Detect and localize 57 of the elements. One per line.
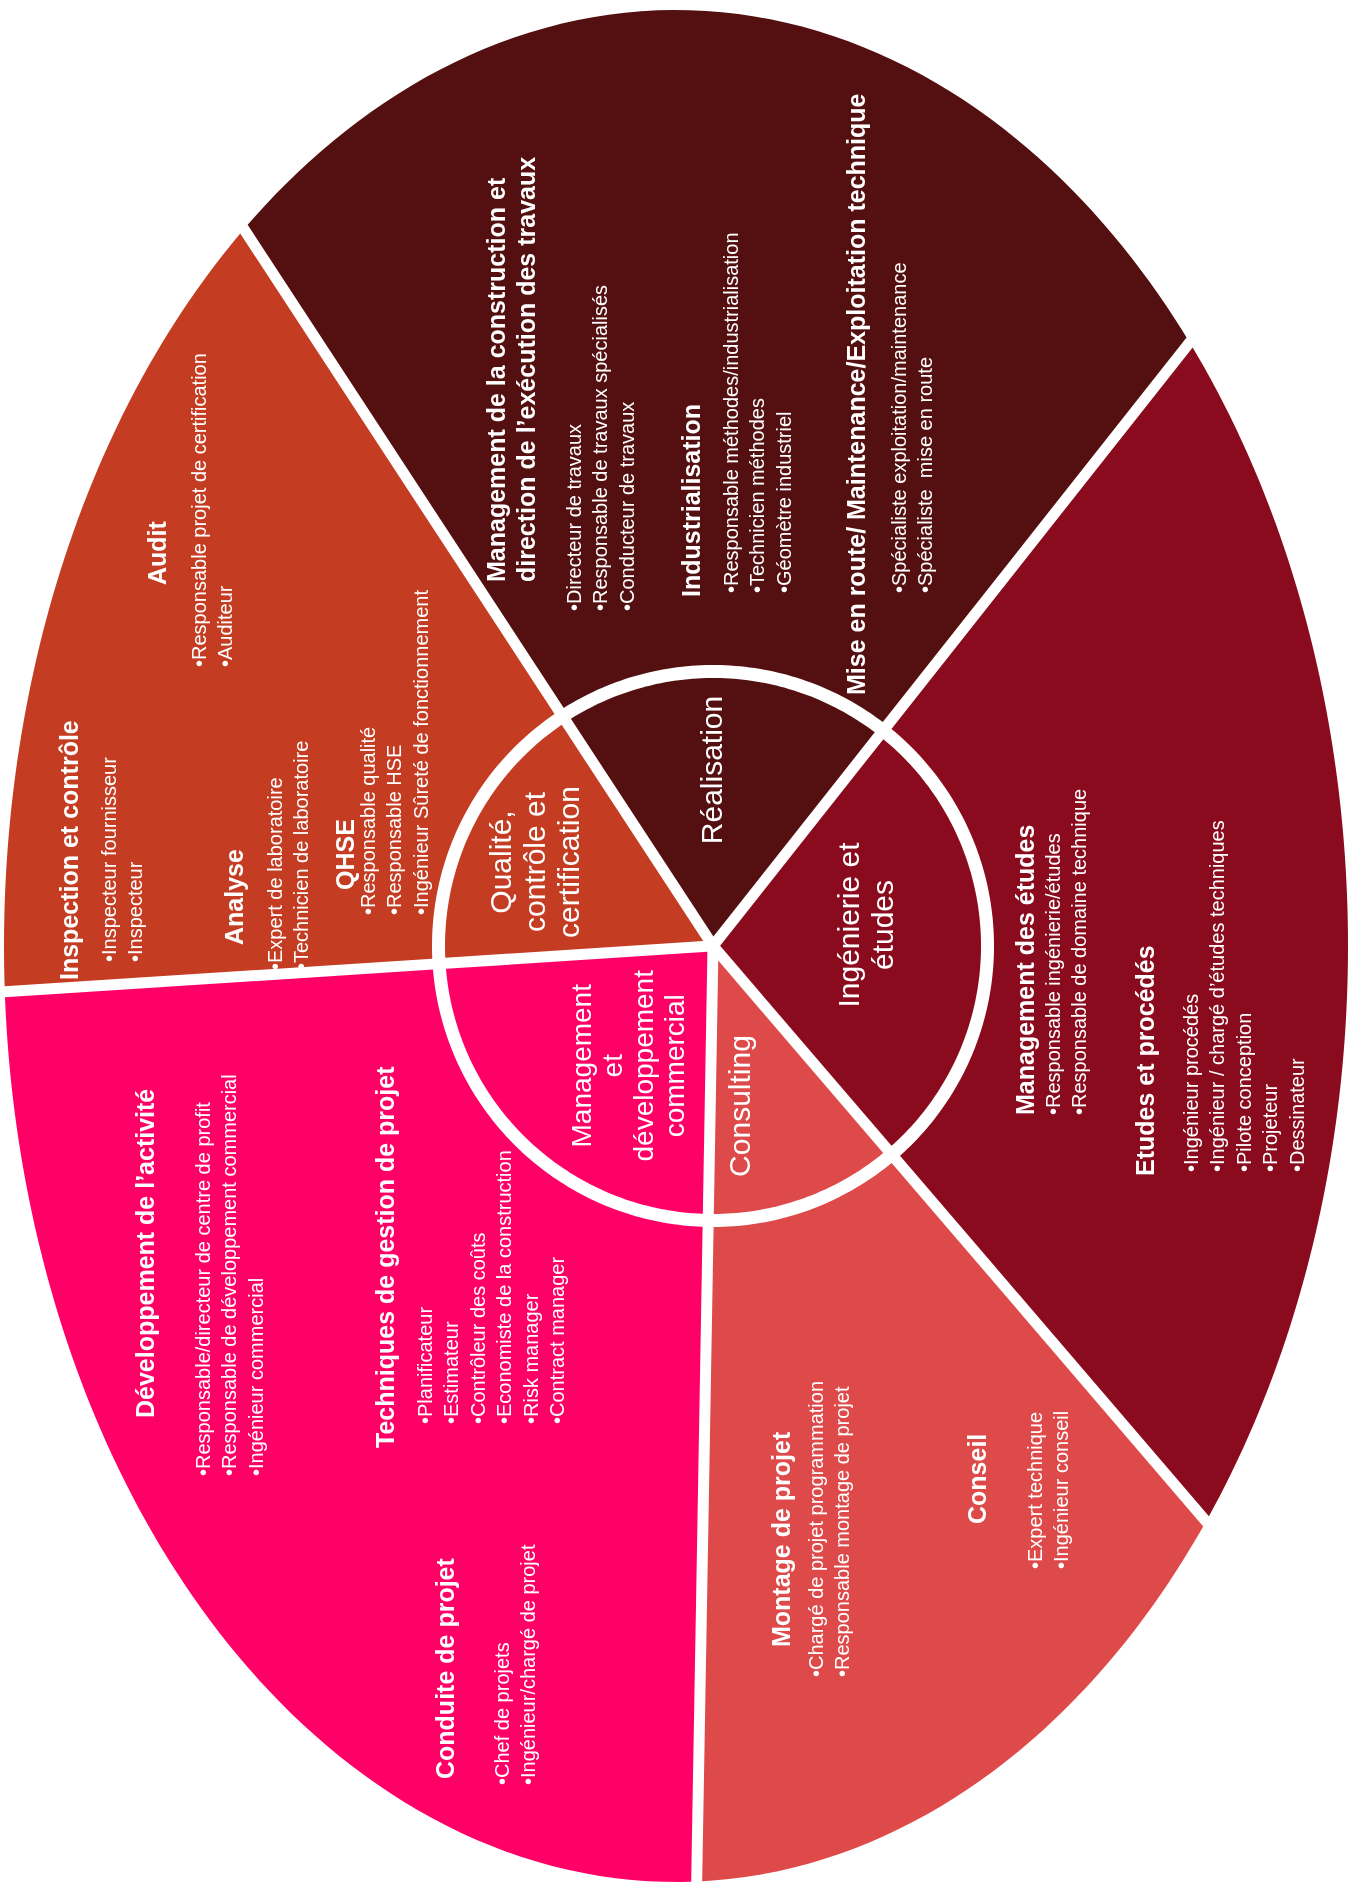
job-title: •Projeteur (1258, 1083, 1283, 1172)
job-title: •Dessinateur (1284, 1058, 1309, 1172)
job-title: •Estimateur (439, 1321, 464, 1424)
category-heading: Management de la construction et direction de l’exécution des travaux (481, 155, 541, 582)
job-title: •Chef de projets (490, 1642, 514, 1785)
job-title: •Economiste de la construction (492, 1150, 517, 1424)
job-title: •Planificateur (413, 1306, 437, 1424)
job-title: •Responsable projet de certification (187, 353, 211, 667)
job-title: •Ingénieur/chargé de projet (516, 1544, 541, 1785)
category-heading: Audit (142, 521, 172, 585)
category-heading: Management des études (1010, 824, 1040, 1115)
job-title: •Auditeur (213, 585, 238, 667)
segment-label: Management et développement commercial (566, 970, 690, 1162)
job-title: •Contrôleur des coûts (465, 1232, 490, 1424)
job-title: •Responsable de domaine technique (1067, 788, 1092, 1115)
job-title: •Conducteur de travaux (614, 401, 639, 611)
job-title: •Expert technique (1023, 1411, 1047, 1569)
job-title: •Responsable méthodes/industrialisation (719, 232, 743, 593)
job-title: •Inspecteur fournisseur (97, 757, 121, 962)
job-title: •Technicien de laboratoire (289, 740, 314, 970)
category-heading: Développement de l’activité (130, 1088, 160, 1418)
category-heading: Analyse (219, 849, 249, 945)
category-heading: Conseil (962, 1433, 992, 1524)
segment-label: Ingénierie et études (832, 841, 900, 1010)
category-heading: Techniques de gestion de projet (370, 1066, 400, 1448)
job-title: •Technicien méthodes (745, 398, 770, 593)
category-heading: Conduite de projet (430, 1558, 460, 1779)
category-heading: Mise en route/ Maintenance/Exploitation technique (841, 93, 871, 695)
job-title: •Ingénieur conseil (1049, 1410, 1074, 1569)
segment-label: Réalisation (695, 694, 729, 847)
job-title: •Responsable HSE (382, 744, 407, 915)
job-title: •Spécialiste exploitation/maintenance (887, 262, 911, 593)
job-title: •Contract manager (545, 1256, 569, 1424)
category-heading: QHSE (330, 819, 360, 890)
job-title: •Responsable de développement commercial (217, 1074, 242, 1476)
job-title: •Risk manager (518, 1293, 543, 1424)
job-title: •Inspecteur (123, 861, 148, 962)
job-title: •Ingénieur Sûreté de fonctionnement (408, 590, 433, 915)
job-title: •Responsable montage de projet (830, 1386, 855, 1677)
job-title: •Responsable ingénierie/études (1041, 833, 1065, 1115)
category-heading: Inspection et contrôle (54, 720, 84, 980)
job-title: •Responsable de travaux spécialisés (588, 284, 613, 611)
job-title: •Ingénieur procédés (1179, 993, 1203, 1172)
job-title: •Pilote conception (1231, 1012, 1256, 1172)
job-title: •Chargé de projet programmation (804, 1380, 828, 1677)
segment-label: Consulting (723, 1034, 757, 1179)
job-title: •Géomètre industriel (771, 411, 796, 593)
job-title: •Expert de laboratoire (263, 777, 287, 970)
job-title: •Directeur de travaux (562, 423, 586, 611)
category-heading: Industrialisation (676, 403, 706, 597)
job-title: •Ingénieur / chargé d’études techniques (1205, 820, 1230, 1172)
job-title: •Spécialiste mise en route (913, 357, 938, 593)
segment-label: Qualité, contrôle et certification (484, 785, 586, 940)
job-title: •Ingénieur commercial (243, 1277, 268, 1476)
category-heading: Etudes et procédés (1130, 945, 1160, 1176)
job-title: •Responsable/directeur de centre de profit (191, 1102, 215, 1476)
category-heading: Montage de projet (766, 1431, 796, 1647)
